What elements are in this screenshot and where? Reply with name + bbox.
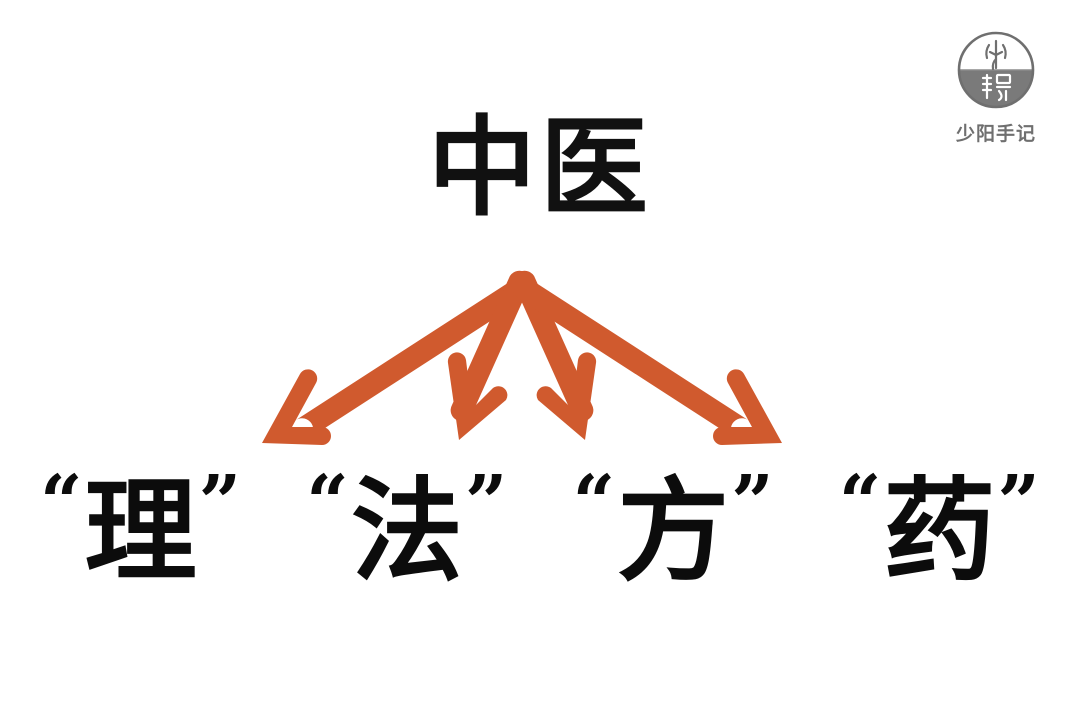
leaf-node-label: 理 bbox=[84, 466, 197, 597]
root-node-label: 中医 bbox=[427, 105, 652, 231]
logo-lower-glyph bbox=[981, 73, 1012, 102]
brand-caption: 少阳手记 bbox=[955, 123, 1036, 145]
brand-logo: 少阳手记 bbox=[938, 22, 1054, 157]
close-quote-mark: ” bbox=[464, 460, 508, 546]
close-quote-mark: ” bbox=[731, 460, 774, 546]
open-quote-mark: “ bbox=[306, 460, 349, 546]
leaf-node-fang: “ 方 ” bbox=[572, 460, 774, 588]
open-quote-mark: “ bbox=[838, 460, 882, 546]
open-quote-mark: “ bbox=[40, 460, 83, 546]
arrow-to-fang bbox=[513, 270, 597, 440]
leaf-node-label: 药 bbox=[883, 466, 996, 597]
close-quote-mark: ” bbox=[997, 460, 1040, 546]
leaf-node-yao: “ 药 ” bbox=[838, 460, 1040, 588]
arrow-to-li bbox=[262, 277, 532, 445]
leaf-node-label: 方 bbox=[617, 466, 730, 597]
leaf-node-fa: “ 法 ” bbox=[306, 460, 508, 588]
leaf-node-label: 法 bbox=[350, 466, 463, 597]
arrow-to-fa bbox=[447, 270, 531, 440]
logo-upper-glyph bbox=[985, 39, 1007, 71]
arrows-fill-group bbox=[262, 270, 782, 445]
leaf-node-row: “ 理 ” “ 法 ” “ 方 ” “ 药 ” bbox=[40, 462, 1040, 612]
close-quote-mark: ” bbox=[198, 460, 242, 546]
logo-svg bbox=[957, 31, 1035, 109]
yin-yang-seal-circle-logo bbox=[954, 28, 1038, 112]
arrow-to-yao bbox=[512, 277, 782, 445]
open-quote-mark: “ bbox=[572, 460, 616, 546]
leaf-node-li: “ 理 ” bbox=[40, 460, 242, 588]
